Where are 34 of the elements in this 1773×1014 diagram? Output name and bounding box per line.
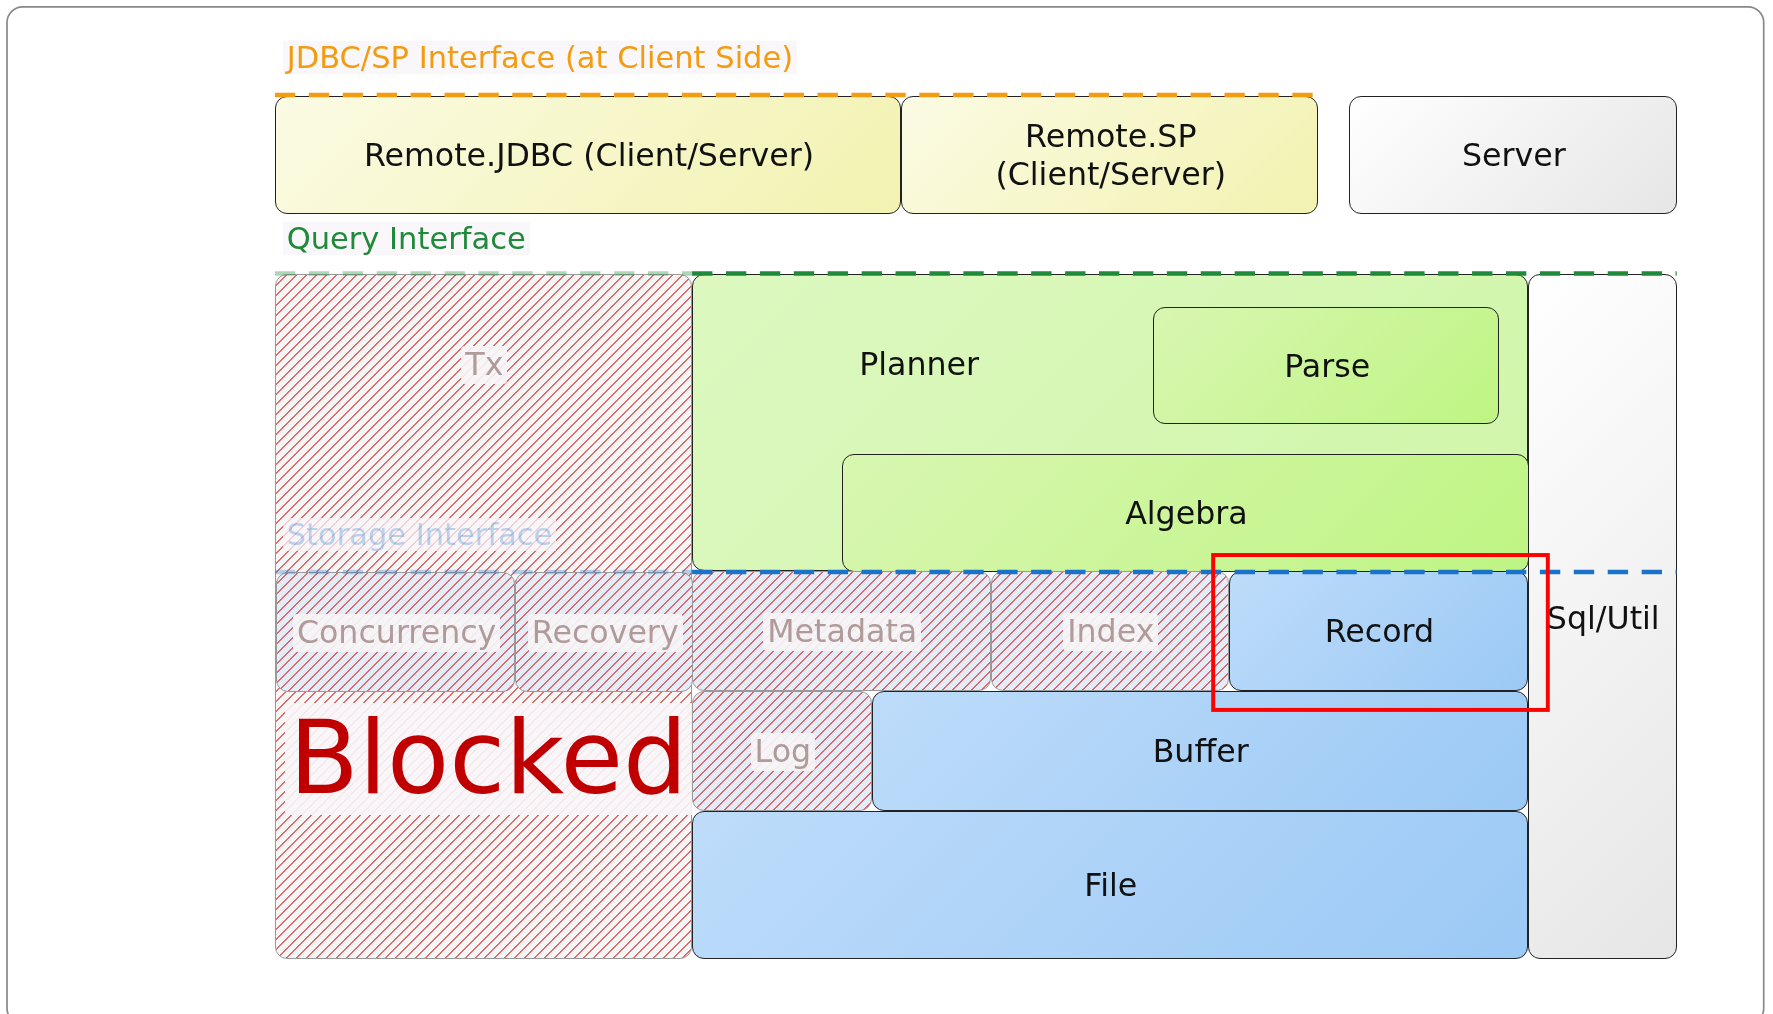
module-box — [1153, 307, 1500, 424]
interface-label: Query Interface — [282, 221, 530, 256]
module-box — [901, 96, 1319, 214]
module-label: Index — [1063, 612, 1159, 651]
blocked-module-box — [275, 572, 516, 692]
module-box — [274, 96, 902, 214]
module-box — [1527, 273, 1677, 959]
module-label: Algebra — [1124, 495, 1249, 534]
blocked-module-box — [692, 571, 991, 691]
module-label: Planner — [858, 346, 981, 385]
blocked-module-box — [990, 571, 1230, 691]
module-box — [692, 810, 1528, 959]
module-label: Remote.JDBC (Client/Server) — [362, 136, 815, 175]
module-label: Tx — [461, 346, 508, 385]
interface-label: Storage Interface — [282, 517, 557, 552]
blocked-module-box — [692, 690, 872, 811]
module-label: Server — [1461, 136, 1567, 175]
module-label: File — [1083, 866, 1139, 905]
module-box — [692, 273, 1528, 571]
module-label: Concurrency — [292, 613, 501, 652]
module-box — [871, 690, 1528, 811]
interface-label: JDBC/SP Interface (at Client Side) — [282, 40, 798, 75]
blocked-module-box — [515, 572, 693, 692]
module-box — [842, 454, 1529, 572]
module-label: Parse — [1283, 347, 1372, 386]
module-label: Record — [1323, 612, 1436, 651]
module-box — [1348, 96, 1677, 214]
module-label: Buffer — [1151, 732, 1250, 771]
module-label: Recovery — [527, 613, 683, 652]
blocked-stamp-overlay: Blocked — [284, 703, 692, 816]
module-label: Remote.SP (Client/Server) — [994, 117, 1228, 194]
module-label: Log — [750, 732, 816, 771]
module-label: Metadata — [763, 612, 922, 651]
module-box — [1229, 571, 1528, 691]
